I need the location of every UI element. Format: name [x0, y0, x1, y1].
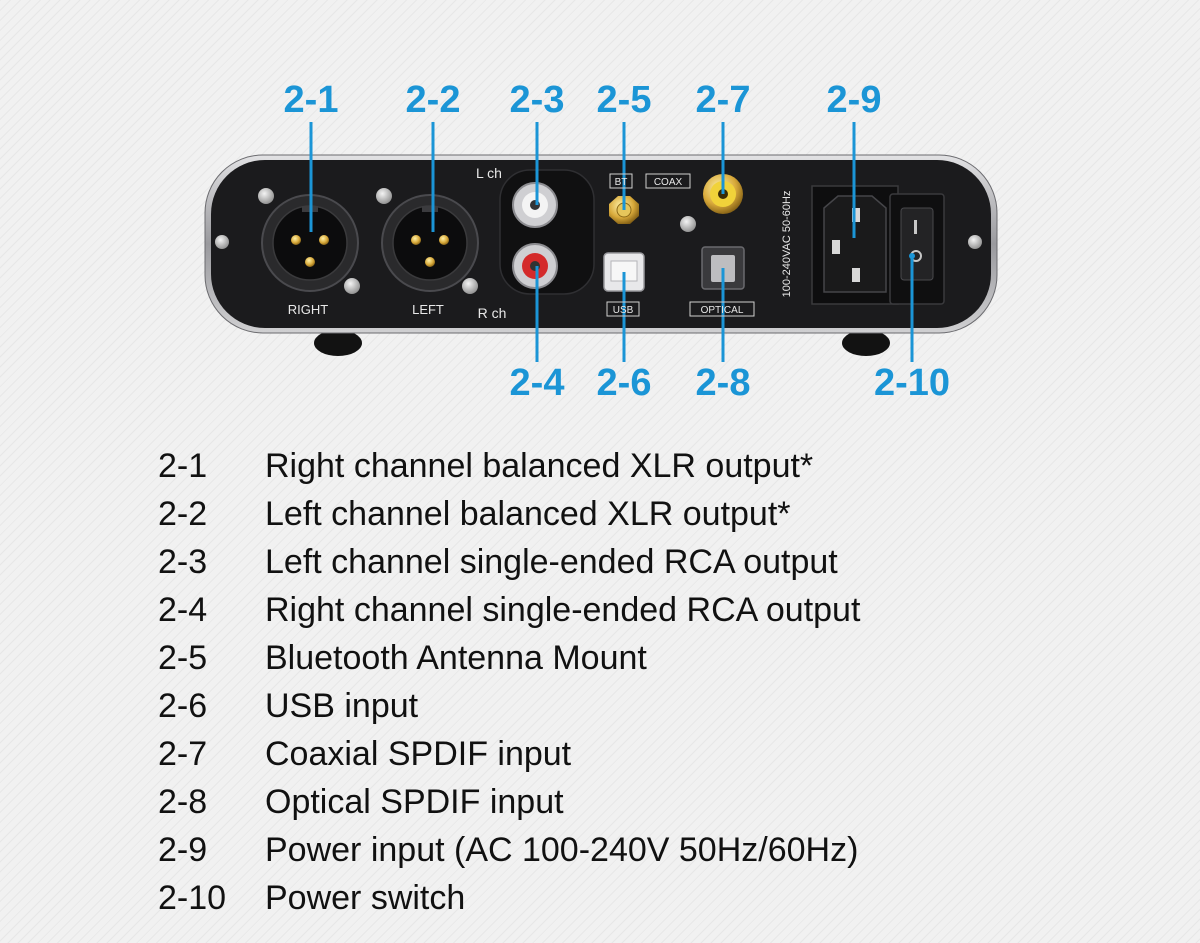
legend-code: 2-8 — [158, 783, 208, 821]
legend-code: 2-2 — [158, 495, 208, 533]
leader-lines — [309, 122, 914, 362]
panel-label-bt: BT — [615, 177, 628, 188]
callout-2-7: 2-7 — [695, 79, 751, 121]
legend-text: Optical SPDIF input — [265, 783, 564, 821]
panel-label-rch: R ch — [478, 305, 507, 321]
legend-item: 2-8 Optical SPDIF input — [158, 778, 860, 826]
legend-item: 2-5 Bluetooth Antenna Mount — [158, 634, 860, 682]
panel-label-usb: USB — [613, 305, 634, 316]
legend-code: 2-6 — [158, 687, 208, 725]
xlr-left-connector-icon — [381, 194, 479, 292]
xlr-right-connector-icon — [261, 194, 359, 292]
legend-text: Right channel balanced XLR output* — [265, 447, 814, 485]
legend-text: Bluetooth Antenna Mount — [265, 639, 647, 677]
callout-2-2: 2-2 — [405, 79, 461, 121]
legend-code: 2-5 — [158, 639, 208, 677]
legend-text: Power switch — [265, 879, 466, 917]
panel-label-optical: OPTICAL — [701, 305, 744, 316]
legend-code: 2-9 — [158, 831, 208, 869]
legend-item: 2-10 Power switch — [158, 874, 860, 922]
legend-item: 2-3 Left channel single-ended RCA output — [158, 538, 860, 586]
legend-text: USB input — [265, 687, 419, 725]
callout-2-9: 2-9 — [826, 79, 882, 121]
panel-label-voltage: 100-240VAC 50-60Hz — [781, 191, 793, 298]
legend-item: 2-2 Left channel balanced XLR output* — [158, 490, 860, 538]
callout-2-1: 2-1 — [283, 79, 339, 121]
foot-right — [842, 330, 890, 356]
rca-left-connector-icon — [512, 182, 558, 228]
panel-label-coax: COAX — [654, 177, 683, 188]
legend-text: Power input (AC 100-240V 50Hz/60Hz) — [265, 831, 859, 869]
callout-2-4: 2-4 — [509, 362, 565, 404]
legend-code: 2-10 — [158, 879, 227, 917]
legend-text: Right channel single-ended RCA output — [265, 591, 861, 629]
panel-label-lch: L ch — [476, 165, 502, 181]
legend-item: 2-4 Right channel single-ended RCA output — [158, 586, 860, 634]
legend-list: 2-1 Right channel balanced XLR output* 2-… — [158, 442, 860, 922]
legend-code: 2-7 — [158, 735, 208, 773]
legend-item: 2-6 USB input — [158, 682, 860, 730]
power-inlet-icon — [811, 185, 899, 305]
callout-2-6: 2-6 — [596, 362, 652, 404]
switch-leader-dot — [909, 253, 915, 259]
legend-code: 2-1 — [158, 447, 208, 485]
power-switch-icon — [889, 193, 945, 305]
callout-2-10: 2-10 — [873, 362, 951, 404]
legend-text: Coaxial SPDIF input — [265, 735, 572, 773]
legend-item: 2-7 Coaxial SPDIF input — [158, 730, 860, 778]
callout-2-5: 2-5 — [596, 79, 652, 121]
foot-left — [314, 330, 362, 356]
callout-2-8: 2-8 — [695, 362, 751, 404]
legend-item: 2-9 Power input (AC 100-240V 50Hz/60Hz) — [158, 826, 860, 874]
rca-right-connector-icon — [512, 243, 558, 289]
legend-code: 2-4 — [158, 591, 208, 629]
legend-code: 2-3 — [158, 543, 208, 581]
legend-text: Left channel balanced XLR output* — [265, 495, 791, 533]
callout-2-3: 2-3 — [509, 79, 565, 121]
panel-label-right: RIGHT — [288, 302, 329, 317]
legend-text: Left channel single-ended RCA output — [265, 543, 838, 581]
legend-item: 2-1 Right channel balanced XLR output* — [158, 442, 860, 490]
panel-label-left: LEFT — [412, 302, 444, 317]
